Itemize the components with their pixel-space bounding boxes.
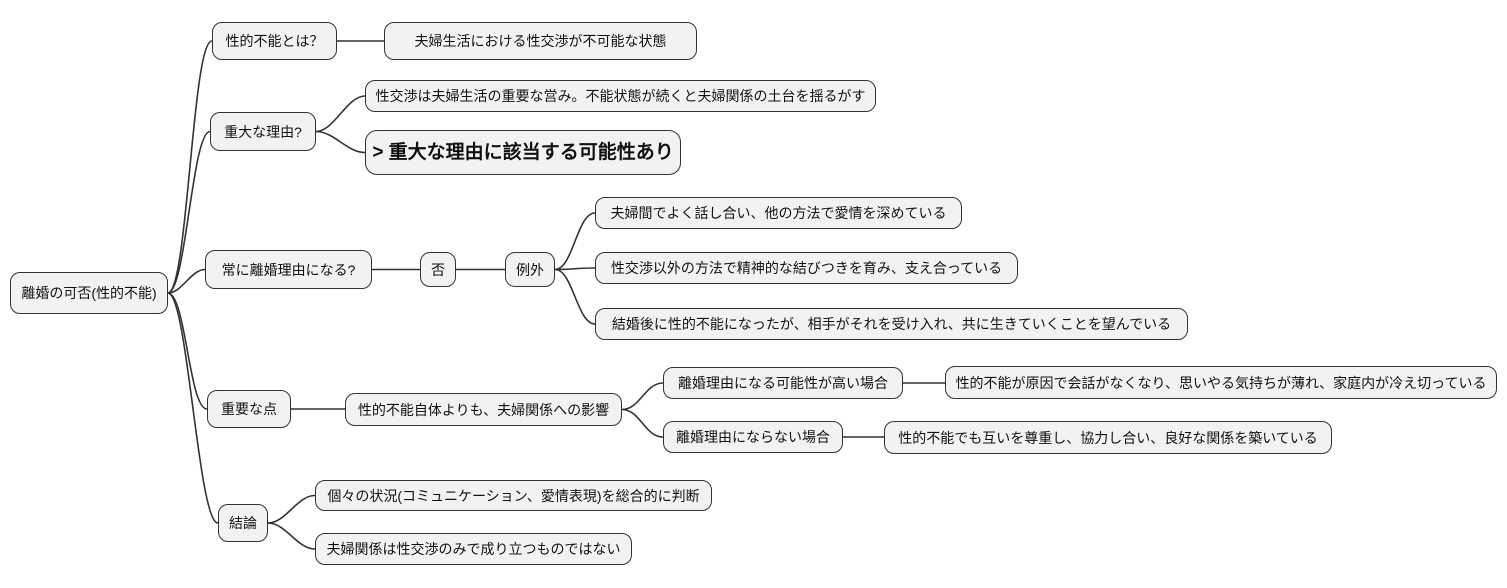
- node-answer-no: 否: [420, 252, 456, 287]
- node-serious-reason-conclusion: > 重大な理由に該当する可能性あり: [365, 130, 681, 175]
- edge-serious-reason-explanation: [315, 95, 366, 133]
- node-impact-on-marriage: 性的不能自体よりも、夫婦関係への影響: [345, 393, 622, 426]
- edge-root-serious-reason: [167, 130, 211, 294]
- node-exception: 例外: [505, 252, 555, 287]
- node-root: 離婚の可否(性的不能): [10, 272, 168, 314]
- node-not-divorce-case: 離婚理由にならない場合: [663, 421, 843, 453]
- node-exception-case-3: 結婚後に性的不能になったが、相手がそれを受け入れ、共に生きていくことを望んでいる: [595, 308, 1188, 340]
- node-impotence-definition: 夫婦生活における性交渉が不可能な状態: [384, 22, 697, 60]
- node-likely-divorce-detail: 性的不能が原因で会話がなくなり、思いやる気持ちが薄れ、家庭内が冷え切っている: [945, 366, 1497, 399]
- edge-conclusion-2: [267, 522, 316, 550]
- node-conclusion-point-1: 個々の状況(コミュニケーション、愛情表現)を総合的に判断: [315, 480, 712, 511]
- node-conclusion-point-2: 夫婦関係は性交渉のみで成り立つものではない: [315, 533, 632, 565]
- edge-exception-1: [554, 212, 596, 271]
- node-important-point: 重要な点: [207, 390, 291, 428]
- node-serious-reason-explanation: 性交渉は夫婦生活の重要な営み。不能状態が続くと夫婦関係の土台を揺るがす: [365, 80, 876, 112]
- node-always-divorce-question: 常に離婚理由になる?: [205, 250, 372, 289]
- node-not-divorce-detail: 性的不能でも互いを尊重し、協力し合い、良好な関係を築いている: [884, 421, 1332, 454]
- edge-root-what-is: [167, 40, 213, 294]
- edge-serious-reason-conclusion: [315, 130, 366, 154]
- edge-root-conclusion: [167, 292, 219, 524]
- node-exception-case-1: 夫婦間でよく話し合い、他の方法で愛情を深めている: [595, 197, 962, 229]
- node-exception-case-2: 性交渉以外の方法で精神的な結びつきを育み、支え合っている: [595, 252, 1018, 284]
- edge-root-always-divorce: [167, 268, 206, 294]
- node-serious-reason-question: 重大な理由?: [210, 112, 316, 151]
- node-conclusion: 結論: [218, 504, 268, 542]
- edge-exception-2: [554, 267, 596, 271]
- edge-root-important-point: [167, 292, 208, 410]
- node-what-is-impotence: 性的不能とは？: [212, 22, 337, 60]
- edge-impact-not-divorce: [621, 408, 664, 438]
- edge-conclusion-1: [267, 494, 316, 524]
- edge-impact-likely-divorce: [621, 382, 664, 411]
- edge-exception-3: [554, 268, 596, 325]
- node-likely-divorce-case: 離婚理由になる可能性が高い場合: [663, 367, 903, 399]
